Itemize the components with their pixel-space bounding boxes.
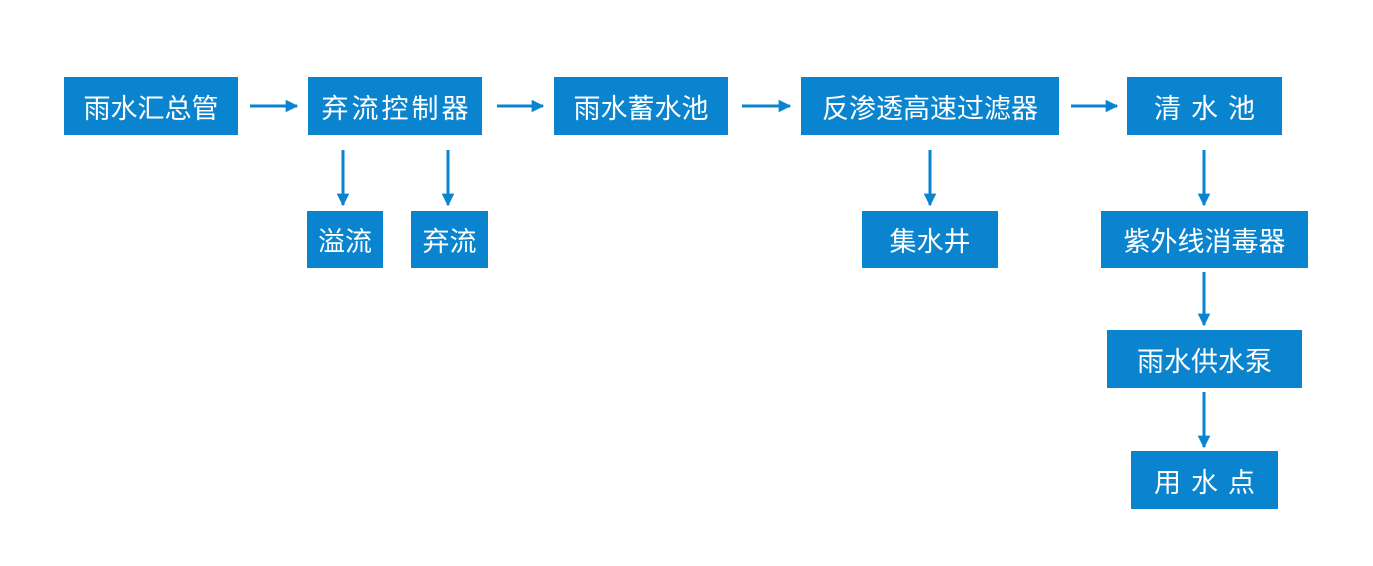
node-label: 雨水供水泵 <box>1137 346 1272 378</box>
node-water-point: 用水点 <box>1131 451 1278 509</box>
node-sump-well: 集水井 <box>862 211 998 268</box>
node-overflow: 溢流 <box>307 211 383 268</box>
node-rain-supply-pump: 雨水供水泵 <box>1107 330 1302 388</box>
node-uv-sterilizer: 紫外线消毒器 <box>1101 211 1308 268</box>
node-ro-filter: 反渗透高速过滤器 <box>801 77 1059 135</box>
node-diversion: 弃流 <box>411 211 488 268</box>
node-label: 用水点 <box>1154 467 1265 499</box>
node-diversion-controller: 弃流控制器 <box>308 77 482 135</box>
node-label: 溢流 <box>318 227 372 258</box>
node-label: 弃流控制器 <box>321 93 472 125</box>
node-label: 集水井 <box>889 227 971 258</box>
node-clear-water-tank: 清水池 <box>1127 77 1282 135</box>
node-label: 弃流 <box>422 227 477 258</box>
node-rain-collect-pipe: 雨水汇总管 <box>64 77 238 135</box>
node-label: 雨水蓄水池 <box>573 93 709 125</box>
node-label: 反渗透高速过滤器 <box>822 93 1038 125</box>
node-label: 雨水汇总管 <box>83 93 219 125</box>
node-rain-storage-tank: 雨水蓄水池 <box>554 77 728 135</box>
node-label: 紫外线消毒器 <box>1123 227 1286 258</box>
node-label: 清水池 <box>1154 93 1265 125</box>
